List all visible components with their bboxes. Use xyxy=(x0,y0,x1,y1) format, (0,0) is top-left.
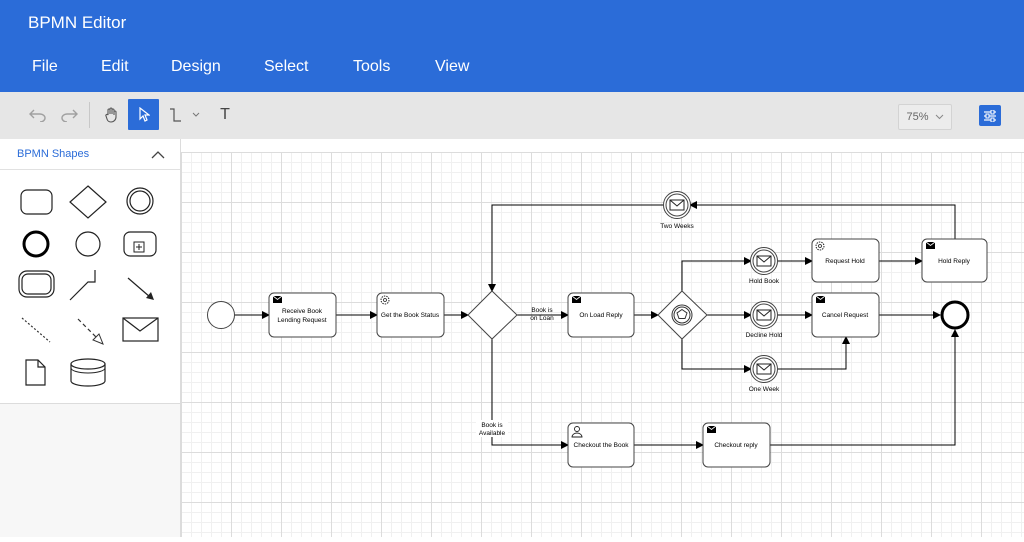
menu-tools[interactable]: Tools xyxy=(353,58,391,75)
app-title: BPMN Editor xyxy=(28,13,127,32)
title-bar: BPMN Editor File Edit Design Select Tool… xyxy=(0,0,1024,92)
flow-label-line: on Loan xyxy=(530,315,554,322)
shape-palette: BPMN Shapes xyxy=(0,139,181,537)
diagram-svg: Receive Book Lending Request Get the Boo… xyxy=(207,191,988,468)
task-label: Get the Book Status xyxy=(381,312,440,319)
task-checkout-reply[interactable]: Checkout reply xyxy=(702,422,771,468)
flow-label-line: Book is xyxy=(481,422,503,429)
menu-design[interactable]: Design xyxy=(171,58,221,75)
data-object-shape[interactable] xyxy=(25,359,46,386)
message-event-decline-hold[interactable]: Decline Hold xyxy=(746,301,783,340)
text-tool-button[interactable]: T xyxy=(220,105,230,123)
task-label: Checkout the Book xyxy=(574,442,630,449)
association-shape[interactable] xyxy=(69,270,96,301)
palette-shapes-svg xyxy=(18,185,159,387)
menu-edit[interactable]: Edit xyxy=(101,58,129,75)
task-get-book-status[interactable]: Get the Book Status xyxy=(376,292,445,338)
task-request-hold[interactable]: Request Hold xyxy=(811,238,880,283)
end-event[interactable] xyxy=(940,300,970,330)
event-label: One Week xyxy=(749,386,780,393)
task-cancel-request[interactable]: Cancel Request xyxy=(811,292,880,338)
menu-view[interactable]: View xyxy=(435,58,470,75)
sequence-flow-shape[interactable] xyxy=(127,277,154,300)
hand-icon xyxy=(104,106,117,123)
select-tool-button[interactable] xyxy=(128,99,159,130)
pointer-icon xyxy=(138,107,150,122)
event-based-gateway[interactable] xyxy=(657,290,708,340)
palette-header[interactable]: BPMN Shapes xyxy=(0,139,180,170)
sliders-icon xyxy=(984,109,996,122)
subprocess-shape[interactable] xyxy=(123,231,157,257)
zoom-dropdown[interactable]: 75% xyxy=(898,104,952,130)
message-flow-shape[interactable] xyxy=(77,318,104,345)
event-label: Hold Book xyxy=(749,278,780,285)
task-label: Checkout reply xyxy=(714,442,758,449)
event-label: Two Weeks xyxy=(660,223,694,230)
task-label: Hold Reply xyxy=(938,258,971,265)
task-hold-reply[interactable]: Hold Reply xyxy=(921,238,988,283)
menu-file[interactable]: File xyxy=(32,58,58,75)
menu-select[interactable]: Select xyxy=(264,58,309,75)
task-on-load-reply[interactable]: On Load Reply xyxy=(567,292,635,338)
chevron-down-icon xyxy=(935,114,943,120)
end-event-shape[interactable] xyxy=(22,230,50,258)
message-shape[interactable] xyxy=(122,317,159,342)
palette-title: BPMN Shapes xyxy=(17,148,90,160)
data-store-shape[interactable] xyxy=(70,358,106,387)
message-event-one-week[interactable]: One Week xyxy=(749,355,780,394)
redo-icon xyxy=(61,109,78,122)
flow-label-book-available: Book is Available xyxy=(476,420,508,437)
diagram-canvas[interactable]: Receive Book Lending Request Get the Boo… xyxy=(181,152,1024,537)
flow-label-line: Book is xyxy=(531,307,553,314)
task-receive-book-lending-request[interactable]: Receive Book Lending Request xyxy=(268,292,337,338)
exclusive-gateway[interactable] xyxy=(467,290,518,340)
start-event-shape[interactable] xyxy=(75,231,101,257)
task-label: Receive Book xyxy=(282,308,323,315)
task-shape[interactable] xyxy=(20,189,53,215)
gateway-shape[interactable] xyxy=(69,185,107,219)
undo-icon xyxy=(29,109,46,122)
flow-label-book-on-loan: Book is on Loan xyxy=(530,307,554,322)
canvas-top-margin xyxy=(181,139,1024,152)
undo-button[interactable] xyxy=(26,99,50,130)
task-label: Cancel Request xyxy=(822,312,868,319)
transaction-shape[interactable] xyxy=(18,270,55,298)
chevron-up-icon xyxy=(151,151,165,159)
user-icon xyxy=(571,426,583,438)
task-label: Request Hold xyxy=(825,258,865,265)
properties-panel-button[interactable] xyxy=(979,105,1001,126)
chevron-down-icon xyxy=(192,112,200,117)
timer-event-two-weeks[interactable]: Two Weeks xyxy=(660,191,694,231)
connector-tool-dropdown[interactable] xyxy=(164,99,206,130)
palette-shapes xyxy=(0,170,180,404)
task-label: Lending Request xyxy=(277,317,326,324)
zoom-value: 75% xyxy=(906,111,929,123)
toolbar-divider xyxy=(89,102,90,128)
flow-label-line: Available xyxy=(479,430,506,437)
message-event-hold-book[interactable]: Hold Book xyxy=(749,247,780,286)
event-label: Decline Hold xyxy=(746,332,783,339)
dotted-association-shape[interactable] xyxy=(21,317,51,343)
start-event[interactable] xyxy=(207,301,235,329)
connectors xyxy=(234,201,959,449)
intermediate-event-shape[interactable] xyxy=(126,187,154,215)
pan-tool-button[interactable] xyxy=(99,99,124,130)
connector-icon xyxy=(170,107,181,122)
toolbar: T xyxy=(0,92,1024,140)
task-label: On Load Reply xyxy=(579,312,623,319)
redo-button[interactable] xyxy=(57,99,81,130)
task-checkout-the-book[interactable]: Checkout the Book xyxy=(567,422,635,468)
